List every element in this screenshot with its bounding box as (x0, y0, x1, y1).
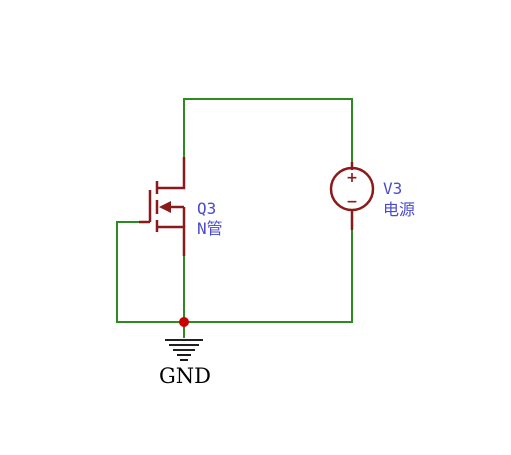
source-designator: V3 (383, 179, 402, 198)
mosfet-q3[interactable] (139, 157, 186, 256)
source-minus-sign: − (346, 194, 358, 210)
mosfet-arrow (159, 201, 171, 213)
junction-dot (179, 317, 189, 327)
voltage-source-v3[interactable]: + − (329, 162, 375, 230)
ground-symbol (165, 339, 203, 361)
source-plus-sign: + (346, 170, 358, 186)
ground-label: GND (159, 364, 211, 388)
wires (116, 98, 353, 338)
wire-left-loop (116, 221, 185, 323)
drain-lead (157, 157, 186, 190)
wire-right-bottom (184, 230, 353, 323)
source-value: 电源 (383, 200, 415, 219)
source-lead (157, 225, 186, 256)
mosfet-value: N管 (197, 219, 223, 238)
wire-top (183, 98, 353, 162)
mosfet-designator: Q3 (197, 199, 216, 218)
